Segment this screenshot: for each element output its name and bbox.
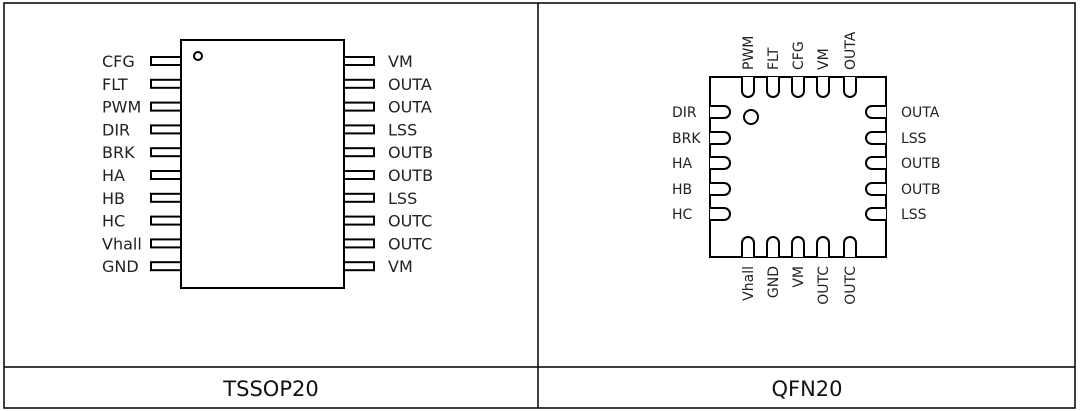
pin-label-hb: HB — [102, 189, 125, 208]
pin-label-dir: DIR — [102, 120, 130, 139]
tssop-pin-3 — [150, 101, 182, 112]
tssop-pin-8 — [150, 215, 182, 226]
qfn-pin-bottom-2 — [766, 236, 780, 257]
pin-label-outc: OUTC — [816, 266, 832, 305]
pin-label-outc: OUTC — [843, 266, 859, 305]
pin-label-lss: LSS — [388, 120, 417, 139]
qfn-pin-bottom-1 — [741, 236, 755, 257]
qfn-bottom-pins: Vhall GND VM OUTC OUTC — [741, 236, 859, 305]
pin-label-vm: VM — [388, 257, 413, 276]
pin-label-pwm: PWM — [102, 98, 141, 117]
pin-label-outa: OUTA — [901, 105, 940, 121]
pin-label-lss: LSS — [901, 131, 927, 147]
pin-label-brk: BRK — [672, 131, 701, 147]
table-frame — [3, 2, 1076, 409]
qfn-top-pins: PWM FLT CFG VM OUTA — [741, 31, 859, 98]
pin-label-flt: FLT — [766, 47, 782, 70]
tssop-pin-10 — [150, 261, 182, 272]
pin-label-outb: OUTB — [388, 143, 433, 162]
pin-label-vm: VM — [816, 48, 832, 70]
tssop-body — [180, 39, 345, 289]
pin-label-flt: FLT — [102, 75, 128, 94]
pin-label-vhall: Vhall — [102, 234, 142, 253]
pin-label-outa: OUTA — [843, 31, 859, 70]
tssop-pin-14 — [343, 192, 375, 203]
tssop-pin-13 — [343, 215, 375, 226]
qfn-caption: QFN20 — [771, 377, 842, 401]
pin-label-vm: VM — [791, 266, 807, 288]
qfn-pin-left-1 — [710, 105, 731, 119]
pin-label-outa: OUTA — [388, 98, 432, 117]
qfn-pin-bottom-3 — [791, 236, 805, 257]
pin-label-outb: OUTB — [901, 182, 940, 198]
tssop-pin-12 — [343, 238, 375, 249]
qfn-right-pins: OUTA LSS OUTB OUTB LSS — [865, 105, 940, 223]
pin-label-gnd: GND — [102, 257, 139, 276]
pin-label-hc: HC — [102, 212, 125, 231]
qfn-pin-bottom-4 — [816, 236, 830, 257]
tssop-pin-5 — [150, 147, 182, 158]
tssop-pin-19 — [343, 78, 375, 89]
pin-label-dir: DIR — [672, 105, 697, 121]
pin-label-gnd: GND — [766, 266, 782, 298]
pin-label-cfg: CFG — [791, 41, 807, 70]
qfn-pin-top-4 — [816, 77, 830, 98]
qfn-pin-left-2 — [710, 131, 731, 145]
tssop-right-pins: VM OUTA OUTA LSS OUTB OUTB LSS OUTC OUTC VM — [343, 52, 433, 276]
pin-label-hb: HB — [672, 182, 692, 198]
pin-label-outb: OUTB — [388, 166, 433, 185]
pin-label-pwm: PWM — [741, 36, 757, 70]
qfn-pin-bottom-5 — [843, 236, 857, 257]
pin-label-hc: HC — [672, 207, 693, 223]
tssop-pin-6 — [150, 170, 182, 180]
pin-label-ha: HA — [672, 156, 693, 172]
qfn-pin-right-4 — [865, 182, 886, 196]
tssop-pin-16 — [343, 147, 375, 158]
qfn20-package: PWM FLT CFG VM OUTA Vhall GND VM OUTC OUTC DIR BR… — [672, 31, 940, 401]
pin-label-vm: VM — [388, 52, 413, 71]
tssop-pin-2 — [150, 78, 182, 89]
qfn-pin-right-2 — [865, 131, 886, 145]
qfn-pin-left-3 — [710, 156, 731, 170]
tssop-pin-20 — [343, 56, 375, 66]
qfn-pin-right-5 — [865, 207, 886, 221]
qfn-pin-left-4 — [710, 182, 731, 196]
qfn-left-pins: DIR BRK HA HB HC — [672, 105, 731, 223]
pin1-marker — [743, 109, 759, 125]
pin1-marker — [193, 51, 203, 61]
qfn-pin-top-2 — [766, 77, 780, 98]
tssop-pin-18 — [343, 101, 375, 112]
qfn-pin-left-5 — [710, 207, 731, 221]
pin-label-ha: HA — [102, 166, 125, 185]
tssop-pin-9 — [150, 238, 182, 249]
pin-label-brk: BRK — [102, 143, 135, 162]
pin-label-vhall: Vhall — [741, 266, 757, 301]
tssop-pin-15 — [343, 170, 375, 180]
qfn-pin-right-3 — [865, 156, 886, 170]
qfn-pin-top-3 — [791, 77, 805, 98]
tssop-pin-11 — [343, 261, 375, 272]
pin-label-outb: OUTB — [901, 156, 940, 172]
tssop-pin-7 — [150, 192, 182, 203]
tssop-pin-17 — [343, 124, 375, 135]
pin-label-outc: OUTC — [388, 212, 432, 231]
tssop-pin-4 — [150, 124, 182, 135]
qfn-body — [709, 76, 887, 258]
pin-label-outa: OUTA — [388, 75, 432, 94]
pin-label-lss: LSS — [901, 207, 927, 223]
qfn-pin-top-5 — [843, 77, 857, 98]
qfn-pin-right-1 — [865, 105, 886, 119]
qfn-pin-top-1 — [741, 77, 755, 98]
pin-label-outc: OUTC — [388, 234, 432, 253]
pin-label-lss: LSS — [388, 189, 417, 208]
tssop-pin-1 — [150, 56, 182, 66]
tssop-caption: TSSOP20 — [222, 377, 318, 401]
pin-label-cfg: CFG — [102, 52, 135, 71]
